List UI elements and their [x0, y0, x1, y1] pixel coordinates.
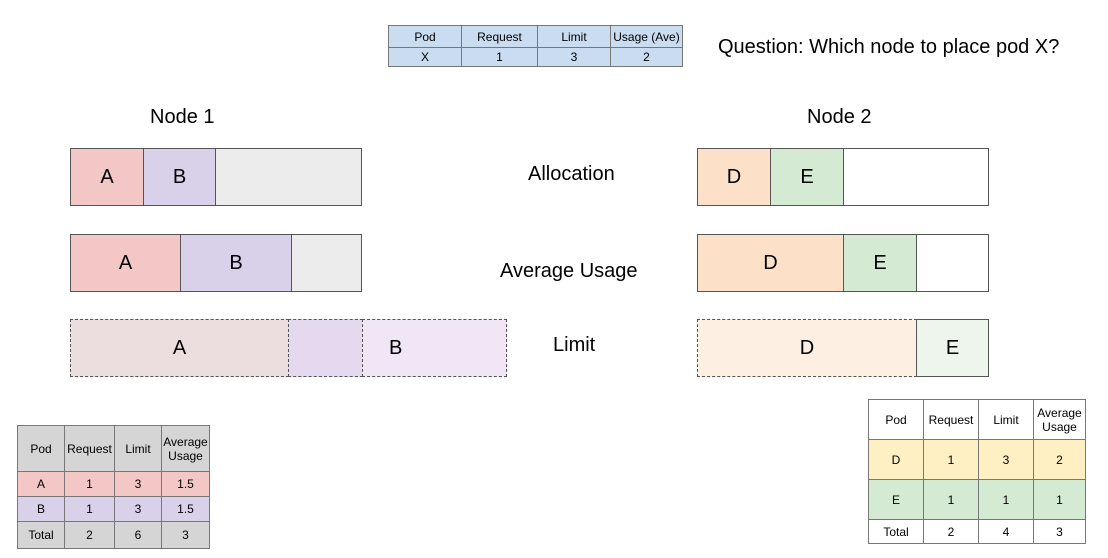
node2-usage-pod-d: D — [697, 234, 844, 292]
node1-title: Node 1 — [150, 106, 215, 128]
pod-x-header-request: Request — [461, 25, 538, 48]
node2-table: Pod Request Limit Average Usage D 1 3 2 … — [868, 399, 1086, 544]
limit-label: Limit — [553, 334, 596, 356]
node1-table: Pod Request Limit Average Usage A 1 3 1.… — [17, 425, 210, 549]
node1-row-total-pod: Total — [17, 521, 65, 549]
pod-x-cell-name: X — [388, 47, 462, 67]
pod-x-table: Pod Request Limit Usage (Ave) X 1 3 2 — [388, 25, 683, 67]
node1-row-a-request: 1 — [64, 471, 115, 497]
node1-usage-pod-b: B — [180, 234, 292, 292]
node2-row-e-request: 1 — [923, 479, 979, 520]
node1-header-usage: Average Usage — [161, 425, 210, 472]
node2-row-d-pod: D — [868, 439, 924, 480]
node1-row-a-usage: 1.5 — [161, 471, 210, 497]
node1-row-total-request: 2 — [64, 521, 115, 549]
node2-header-request: Request — [923, 399, 979, 440]
node1-allocation-pod-b: B — [143, 148, 216, 206]
node2-allocation-pod-d: D — [697, 148, 771, 206]
node2-limit-pod-e: E — [916, 319, 989, 377]
pod-x-cell-usage: 2 — [610, 47, 683, 67]
node2-row-d-request: 1 — [923, 439, 979, 480]
pod-x-header-limit: Limit — [537, 25, 611, 48]
node2-header-pod: Pod — [868, 399, 924, 440]
node1-allocation-pod-a: A — [70, 148, 144, 206]
node1-row-total-usage: 3 — [161, 521, 210, 549]
node1-header-limit: Limit — [114, 425, 162, 472]
node2-title: Node 2 — [807, 106, 872, 128]
node2-row-e-pod: E — [868, 479, 924, 520]
node1-row-a-limit: 3 — [114, 471, 162, 497]
node2-header-limit: Limit — [978, 399, 1034, 440]
node2-usage-pod-e: E — [843, 234, 917, 292]
node2-header-usage: Average Usage — [1033, 399, 1086, 440]
node2-row-e-usage: 1 — [1033, 479, 1086, 520]
node2-row-d-usage: 2 — [1033, 439, 1086, 480]
node1-row-b-usage: 1.5 — [161, 496, 210, 522]
node1-row-b-pod: B — [17, 496, 65, 522]
node2-row-total-request: 2 — [923, 519, 979, 544]
node2-limit-pod-d: D — [697, 319, 917, 377]
node1-header-request: Request — [64, 425, 115, 472]
node1-limit-pod-b-within — [288, 319, 363, 377]
pod-x-cell-limit: 3 — [537, 47, 611, 67]
node1-row-total-limit: 6 — [114, 521, 162, 549]
node2-row-total-pod: Total — [868, 519, 924, 544]
node2-row-total-limit: 4 — [978, 519, 1034, 544]
node2-row-d-limit: 3 — [978, 439, 1034, 480]
node1-limit-pod-b-over: B — [362, 319, 507, 377]
allocation-label: Allocation — [528, 163, 615, 185]
node1-usage-pod-a: A — [70, 234, 181, 292]
average-usage-label: Average Usage — [500, 260, 638, 282]
node1-limit-pod-a: A — [70, 319, 289, 377]
node2-allocation-pod-e: E — [770, 148, 844, 206]
pod-x-header-usage: Usage (Ave) — [610, 25, 683, 48]
node1-header-pod: Pod — [17, 425, 65, 472]
node2-row-e-limit: 1 — [978, 479, 1034, 520]
pod-x-header-pod: Pod — [388, 25, 462, 48]
node1-row-b-request: 1 — [64, 496, 115, 522]
node2-row-total-usage: 3 — [1033, 519, 1086, 544]
node1-row-a-pod: A — [17, 471, 65, 497]
node1-row-b-limit: 3 — [114, 496, 162, 522]
pod-x-cell-request: 1 — [461, 47, 538, 67]
question-text: Question: Which node to place pod X? — [718, 36, 1060, 58]
